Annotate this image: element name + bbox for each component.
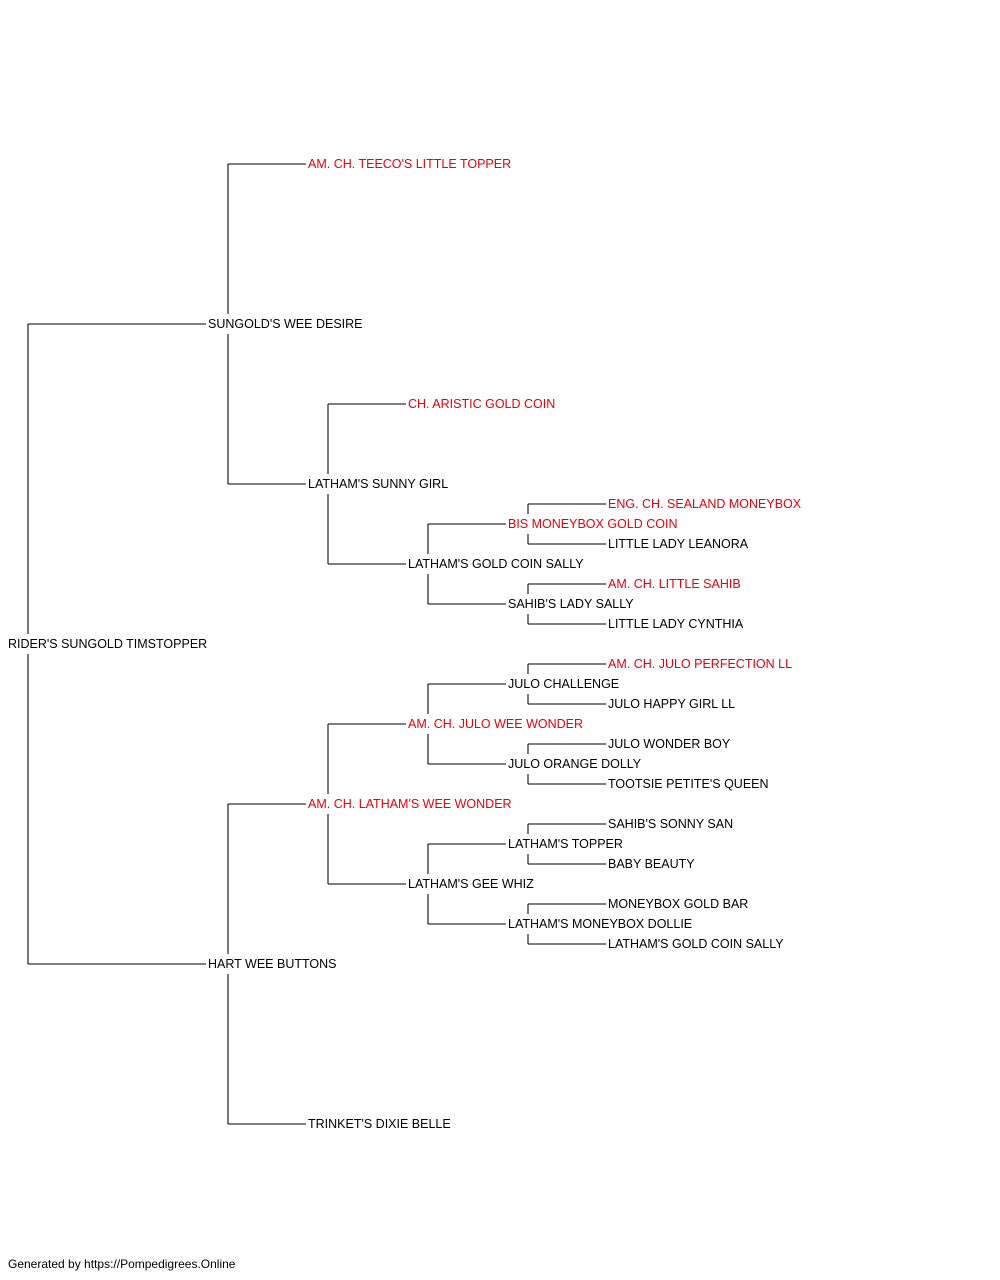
- dam-sire-sire-dam-sire-name: JULO WONDER BOY: [608, 737, 731, 751]
- dam-sire-sire-sire-sire-name: AM. CH. JULO PERFECTION LL: [608, 657, 792, 671]
- dam-sire-sire-sire-dam-name: JULO HAPPY GIRL LL: [608, 697, 735, 711]
- sire-name: SUNGOLD'S WEE DESIRE: [208, 317, 363, 331]
- footer-credit: Generated by https://Pompedigrees.Online: [8, 1257, 236, 1271]
- sire-dam-dam-dam-name: SAHIB'S LADY SALLY: [508, 597, 634, 611]
- dam-name: HART WEE BUTTONS: [208, 957, 337, 971]
- dam-sire-sire-name: AM. CH. JULO WEE WONDER: [408, 717, 583, 731]
- sire-sire-name: AM. CH. TEECO'S LITTLE TOPPER: [308, 157, 511, 171]
- dam-sire-dam-dam-sire-name: MONEYBOX GOLD BAR: [608, 897, 748, 911]
- sire-dam-dam-sire-dam-name: LITTLE LADY LEANORA: [608, 537, 749, 551]
- sire-dam-sire-name: CH. ARISTIC GOLD COIN: [408, 397, 555, 411]
- sire-dam-dam-sire-name: BIS MONEYBOX GOLD COIN: [508, 517, 677, 531]
- sire-dam-dam-name: LATHAM'S GOLD COIN SALLY: [408, 557, 584, 571]
- dam-sire-dam-sire-name: LATHAM'S TOPPER: [508, 837, 623, 851]
- subject-name: RIDER'S SUNGOLD TIMSTOPPER: [8, 637, 207, 651]
- dam-sire-sire-sire-name: JULO CHALLENGE: [508, 677, 619, 691]
- dam-sire-dam-dam-name: LATHAM'S MONEYBOX DOLLIE: [508, 917, 692, 931]
- dam-sire-dam-sire-dam-name: BABY BEAUTY: [608, 857, 695, 871]
- dam-sire-sire-dam-dam-name: TOOTSIE PETITE'S QUEEN: [608, 777, 769, 791]
- sire-dam-dam-dam-dam-name: LITTLE LADY CYNTHIA: [608, 617, 744, 631]
- dam-sire-dam-dam-dam-name: LATHAM'S GOLD COIN SALLY: [608, 937, 784, 951]
- dam-dam-name: TRINKET'S DIXIE BELLE: [308, 1117, 451, 1131]
- sire-dam-dam-dam-sire-name: AM. CH. LITTLE SAHIB: [608, 577, 741, 591]
- dam-sire-dam-name: LATHAM'S GEE WHIZ: [408, 877, 534, 891]
- dam-sire-sire-dam-name: JULO ORANGE DOLLY: [508, 757, 642, 771]
- sire-dam-name: LATHAM'S SUNNY GIRL: [308, 477, 448, 491]
- dam-sire-dam-sire-sire-name: SAHIB'S SONNY SAN: [608, 817, 733, 831]
- dam-sire-name: AM. CH. LATHAM'S WEE WONDER: [308, 797, 512, 811]
- sire-dam-dam-sire-sire-name: ENG. CH. SEALAND MONEYBOX: [608, 497, 802, 511]
